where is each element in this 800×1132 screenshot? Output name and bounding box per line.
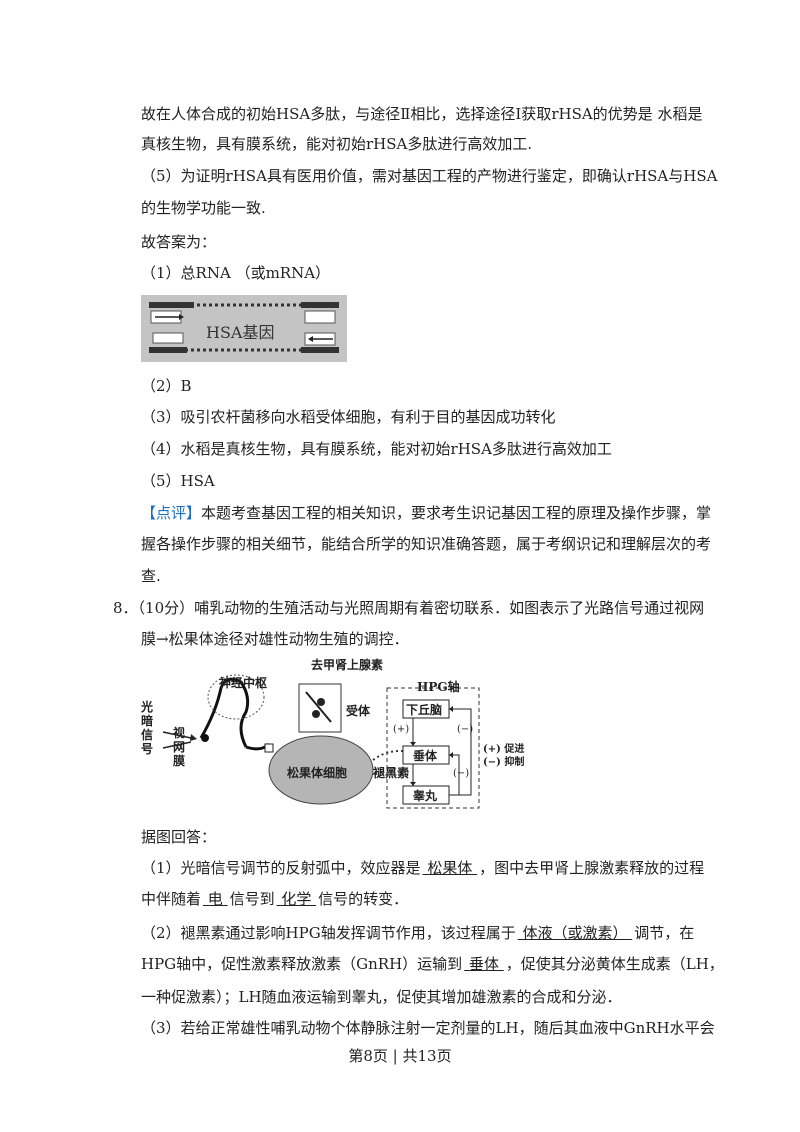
answer-line: （3）吸引农杆菌移向水稻受体细胞，有利于目的基因成功转化	[141, 408, 556, 426]
answer-blank: 体液（或激素）	[517, 924, 633, 942]
comment-tag: 【点评】	[141, 504, 202, 522]
diagram-label-receptor: 受体	[346, 704, 371, 718]
comment-line: 查.	[141, 567, 161, 585]
answer-line: （1）光暗信号调节的反射弧中，效应器是 松果体 ，图中去甲肾上腺激素释放的过程	[141, 857, 704, 879]
diagram-minus-2: (−)	[453, 768, 470, 779]
answer-line: （3）若给正常雄性哺乳动物个体静脉注射一定剂量的LH，随后其血液中GnRH水平会	[141, 1019, 715, 1037]
paragraph-line: 的生物学功能一致.	[141, 199, 266, 217]
comment-line: 握各操作步骤的相关细节，能结合所学的知识准确答题，属于考纲识记和理解层次的考	[141, 535, 712, 553]
diagram-minus-1: (−)	[457, 724, 474, 735]
answer-text: （2）褪黑素通过影响HPG轴发挥调节作用，该过程属于	[141, 924, 516, 942]
diagram-plus-1: (+)	[393, 724, 410, 735]
diagram-label-norepinephrine: 去甲肾上腺素	[311, 658, 384, 672]
hsa-gene-figure: HSA基因	[141, 295, 347, 362]
diagram-label-hypothalamus: 下丘脑	[406, 703, 443, 717]
answer-line: （2）褪黑素通过影响HPG轴发挥调节作用，该过程属于 体液（或激素） 调节，在	[141, 922, 694, 944]
answer-blank: 松果体	[422, 859, 478, 877]
question-line: 8．（10分）哺乳动物的生殖活动与光照周期有着密切联系．如图表示了光路信号通过视…	[113, 599, 705, 617]
diagram-label-retina: 视网膜	[173, 726, 186, 768]
question-line: 据图回答：	[141, 828, 217, 846]
gene-label: HSA基因	[206, 323, 275, 342]
paragraph-line: 真核生物，具有膜系统，能对初始rHSA多肽进行高效加工.	[141, 135, 533, 153]
diagram-label-nerve-center: 神经中枢	[219, 676, 268, 690]
diagram-label-pineal: 松果体细胞	[287, 766, 348, 780]
answer-text: HPG轴中，促性激素释放激素（GnRH）运输到	[141, 955, 463, 973]
answer-text: ，促使其分泌黄体生成素（LH，	[505, 955, 724, 973]
page-footer: 第8页 | 共13页	[348, 1047, 452, 1065]
answer-line: 中伴随着 电 信号到 化学 信号的转变．	[141, 888, 408, 910]
answer-text: 信号到	[229, 890, 275, 908]
answer-blank: 垂体	[464, 955, 504, 973]
photoperiod-regulation-diagram: 光暗信号 视网膜 神经中枢 去甲肾上腺素 受体 松果体细胞 褪黑素 HPG轴 下…	[141, 652, 524, 812]
answer-text: ，图中去甲肾上腺激素释放的过程	[479, 859, 705, 877]
diagram-label-testis: 睾丸	[413, 789, 438, 803]
diagram-label-melatonin: 褪黑素	[373, 766, 410, 780]
question-line: 膜→松果体途径对雄性动物生殖的调控．	[141, 630, 409, 648]
answer-text: 中伴随着	[141, 890, 202, 908]
diagram-label-hpg: HPG轴	[417, 680, 460, 694]
paragraph-line: （5）为证明rHSA具有医用价值，需对基因工程的产物进行鉴定，即确认rHSA与H…	[141, 167, 718, 185]
comment-text: 本题考查基因工程的相关知识，要求考生识记基因工程的原理及操作步骤，掌	[201, 504, 712, 522]
paragraph-line: 故答案为：	[141, 233, 217, 251]
diagram-legend-promote: (+) 促进	[483, 744, 525, 755]
answer-line: （5）HSA	[141, 472, 215, 490]
answer-line: HPG轴中，促性激素释放激素（GnRH）运输到 垂体 ，促使其分泌黄体生成素（L…	[141, 953, 724, 975]
answer-line: （2）B	[141, 377, 192, 395]
answer-line: （1）总RNA （或mRNA）	[141, 264, 331, 282]
paragraph-line: 故在人体合成的初始HSA多肽，与途径Ⅱ相比，选择途径Ⅰ获取rHSA的优势是 水稻…	[141, 105, 703, 123]
diagram-legend-inhibit: (−) 抑制	[483, 757, 525, 768]
answer-text: 信号的转变．	[318, 890, 409, 908]
answer-line: 一种促激素）；LH随血液运输到睾丸，促使其增加雄激素的合成和分泌．	[141, 988, 622, 1006]
answer-blank: 电	[203, 890, 228, 908]
comment-line: 【点评】本题考查基因工程的相关知识，要求考生识记基因工程的原理及操作步骤，掌	[141, 502, 711, 524]
answer-line: （4）水稻是真核生物，具有膜系统，能对初始rHSA多肽进行高效加工	[141, 440, 612, 458]
diagram-label-light-signal: 光暗信号	[141, 700, 154, 756]
diagram-label-pituitary: 垂体	[413, 749, 438, 763]
answer-blank: 化学	[276, 890, 317, 908]
diagram-plus-2: (+)	[393, 768, 410, 779]
answer-text: （1）光暗信号调节的反射弧中，效应器是	[141, 859, 421, 877]
answer-text: 调节，在	[634, 924, 695, 942]
